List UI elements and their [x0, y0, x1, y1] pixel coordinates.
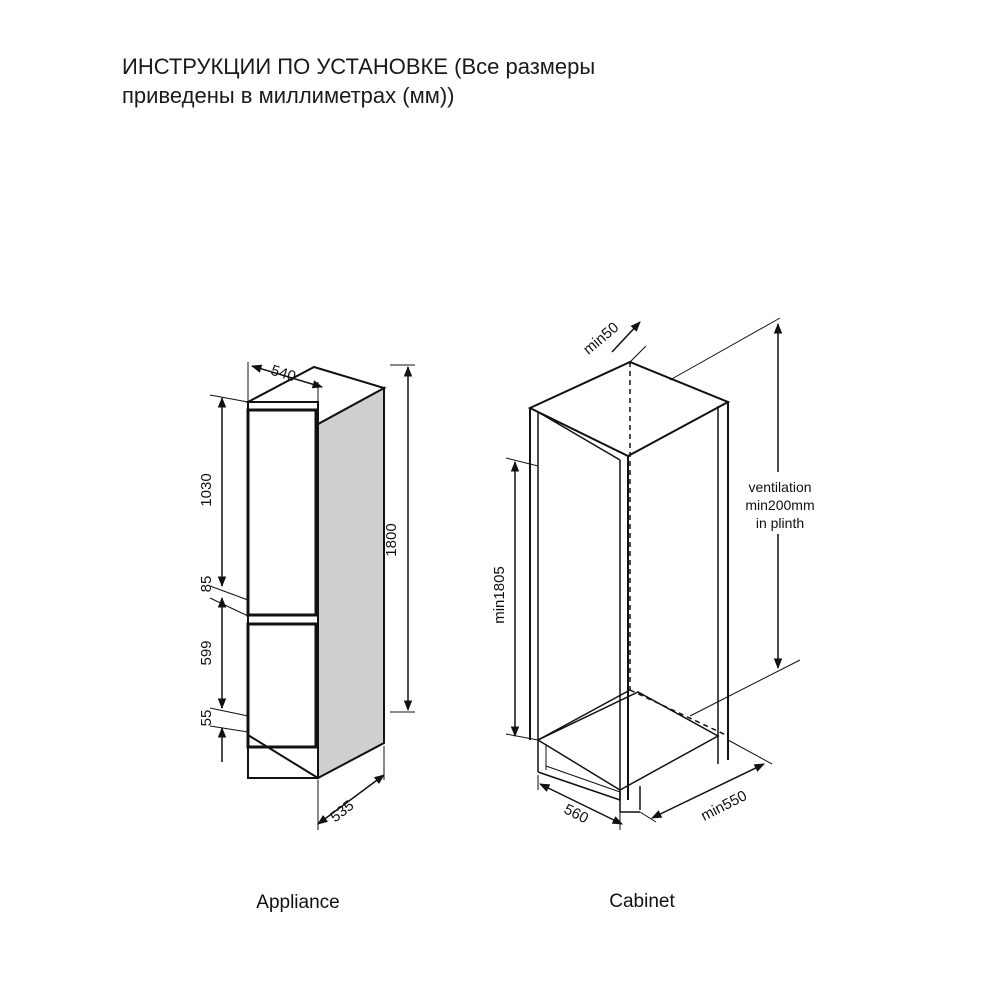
- ventilation-note-line-1: ventilation: [748, 479, 811, 495]
- cabinet-height-label: min1805: [491, 566, 508, 624]
- title-line-1: ИНСТРУКЦИИ ПО УСТАНОВКЕ (Все размеры: [122, 54, 596, 79]
- cabinet-top-vent-label: min50: [580, 319, 622, 358]
- appliance-caption: Appliance: [256, 892, 339, 913]
- ventilation-note-line-2: min200mm: [745, 497, 814, 513]
- bottom-height-label: 55: [198, 710, 215, 727]
- title-line-2: приведены в миллиметрах (мм)): [122, 83, 455, 108]
- upper-door-height-label: 1030: [198, 473, 215, 506]
- gap-height-label: 85: [198, 576, 215, 593]
- appliance-drawing: 540 1800 1030 85 599 55 535: [198, 362, 415, 830]
- cabinet-drawing: min50 min1805 ventilation min200mm in pl…: [491, 317, 830, 830]
- lower-door-height-label: 599: [198, 640, 215, 665]
- cabinet-caption: Cabinet: [609, 891, 675, 912]
- appliance-depth-label: 535: [327, 797, 357, 826]
- cabinet-depth-label: min550: [698, 787, 750, 824]
- upper-door: [246, 408, 318, 617]
- appliance-front: [247, 401, 319, 779]
- ventilation-note-line-3: in plinth: [756, 515, 804, 531]
- appliance-width-label: 540: [269, 362, 298, 386]
- page-title: ИНСТРУКЦИИ ПО УСТАНОВКЕ (Все размеры при…: [122, 52, 822, 110]
- appliance-height-label: 1800: [383, 523, 400, 556]
- lower-door: [246, 622, 318, 749]
- cabinet-width-label: 560: [561, 801, 591, 828]
- appliance-side-panel: [317, 386, 385, 780]
